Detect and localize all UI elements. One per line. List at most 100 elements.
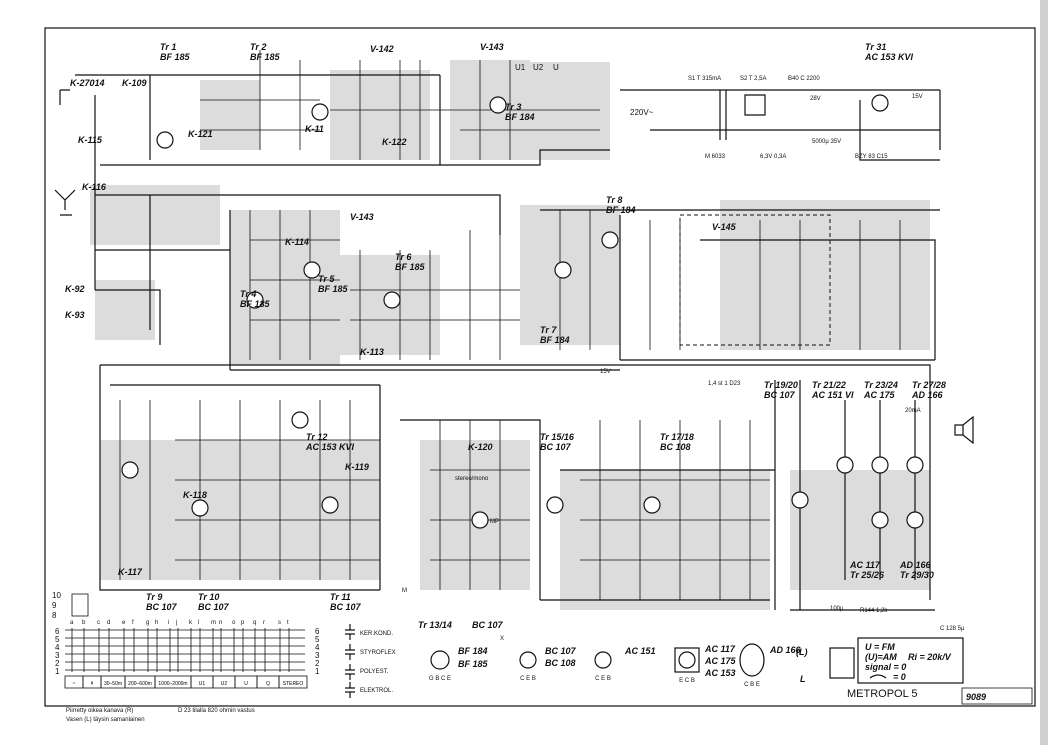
- svg-text:K-27014: K-27014: [70, 78, 105, 88]
- svg-text:M 6033: M 6033: [705, 154, 726, 160]
- svg-text:BF 184: BF 184: [606, 205, 636, 215]
- svg-text:3: 3: [315, 651, 320, 660]
- svg-text:V-145: V-145: [712, 222, 737, 232]
- svg-text:V-142: V-142: [370, 44, 394, 54]
- svg-text:MP: MP: [490, 519, 499, 525]
- svg-text:signal = 0: signal = 0: [865, 662, 906, 672]
- band-switch-label: Q: [266, 681, 270, 687]
- svg-text:BC 107: BC 107: [330, 602, 362, 612]
- pinout-pins: C B E: [744, 682, 760, 688]
- svg-text:Tr 13/14: Tr 13/14: [418, 620, 452, 630]
- svg-text:5000µ 35V: 5000µ 35V: [812, 139, 841, 145]
- svg-text:6,3V 0,3A: 6,3V 0,3A: [760, 154, 786, 160]
- svg-text:1: 1: [315, 667, 320, 676]
- svg-text:100µ: 100µ: [830, 606, 844, 612]
- svg-text:4: 4: [55, 643, 60, 652]
- svg-text:2: 2: [315, 659, 320, 668]
- pinout-legend: BF 184 BF 185 BC 107 BC 108 AC 151 AC 11…: [429, 643, 802, 688]
- svg-text:K-115: K-115: [78, 135, 103, 145]
- svg-text:220V~: 220V~: [630, 108, 654, 117]
- column-label: k: [189, 620, 193, 626]
- band-switch-label: ~: [73, 681, 76, 687]
- svg-text:Tr 29/30: Tr 29/30: [900, 570, 934, 580]
- svg-text:Tr 9: Tr 9: [146, 592, 162, 602]
- svg-text:BC 107: BC 107: [540, 442, 572, 452]
- pinout-pins: E C B: [679, 678, 695, 684]
- switch-u: U: [553, 63, 559, 72]
- transistor-labels: Tr 1BF 185 Tr 2BF 185 Tr 3BF 184 Tr 4BF …: [146, 42, 946, 630]
- svg-text:K-113: K-113: [360, 347, 384, 357]
- svg-text:BC 108: BC 108: [545, 658, 576, 668]
- svg-text:BF 185: BF 185: [458, 659, 489, 669]
- wiring: [75, 50, 941, 611]
- svg-text:Tr 4: Tr 4: [240, 289, 256, 299]
- note-2: Vasen (L) täysin samanlainen: [66, 717, 145, 723]
- svg-text:Tr 15/16: Tr 15/16: [540, 432, 575, 442]
- svg-text:Tr 27/28: Tr 27/28: [912, 380, 946, 390]
- column-label: t: [287, 620, 289, 626]
- svg-text:BC 107: BC 107: [198, 602, 230, 612]
- svg-text:Tr 8: Tr 8: [606, 195, 622, 205]
- svg-text:AC 153 KVI: AC 153 KVI: [864, 52, 914, 62]
- svg-text:Tr 12: Tr 12: [306, 432, 327, 442]
- svg-text:10: 10: [52, 591, 61, 600]
- switch-u1: U1: [515, 63, 526, 72]
- capacitor-legend: KER.KOND. STYROFLEX POLYEST. ELEKTROL.: [345, 624, 396, 698]
- svg-text:BF 184: BF 184: [458, 646, 488, 656]
- column-label: c: [97, 620, 100, 626]
- svg-text:BF 185: BF 185: [395, 262, 426, 272]
- svg-text:Tr 23/24: Tr 23/24: [864, 380, 898, 390]
- svg-text:BF 185: BF 185: [160, 52, 191, 62]
- svg-text:6: 6: [55, 627, 60, 636]
- drawing-number: 9089: [966, 692, 986, 702]
- band-switch-label: 1000–2000m: [158, 681, 187, 687]
- column-label: n: [219, 620, 222, 626]
- svg-text:K-93: K-93: [65, 310, 85, 320]
- svg-text:Tr 31: Tr 31: [865, 42, 886, 52]
- svg-text:AC 117: AC 117: [704, 644, 736, 654]
- column-label: l: [198, 620, 199, 626]
- svg-text:U = FM: U = FM: [865, 642, 895, 652]
- svg-text:BC 108: BC 108: [660, 442, 691, 452]
- svg-text:AC 175: AC 175: [863, 390, 896, 400]
- svg-text:28V: 28V: [810, 96, 821, 102]
- svg-text:K-92: K-92: [65, 284, 85, 294]
- band-switch-button: [278, 675, 308, 689]
- svg-text:Tr 17/18: Tr 17/18: [660, 432, 694, 442]
- svg-text:K-122: K-122: [382, 137, 407, 147]
- svg-text:STYROFLEX: STYROFLEX: [360, 650, 396, 656]
- svg-text:5: 5: [55, 635, 60, 644]
- transformer-icon: [719, 90, 766, 140]
- column-label: r: [263, 620, 265, 626]
- column-label: b: [82, 620, 86, 626]
- svg-text:ELEKTROL.: ELEKTROL.: [360, 688, 393, 694]
- svg-text:6: 6: [315, 627, 320, 636]
- svg-text:K-121: K-121: [188, 129, 213, 139]
- svg-text:AC 175: AC 175: [704, 656, 737, 666]
- band-switch-label: U: [244, 681, 248, 687]
- svg-text:KER.KOND.: KER.KOND.: [360, 631, 393, 637]
- band-switch-label: 30–50m: [104, 681, 122, 687]
- column-label: e: [122, 620, 126, 626]
- svg-text:= 0: = 0: [893, 672, 906, 682]
- svg-text:S1 T 315mA: S1 T 315mA: [688, 76, 721, 82]
- svg-text:AD 166: AD 166: [769, 645, 802, 655]
- svg-text:4: 4: [315, 643, 320, 652]
- pinout-pins: G B C E: [429, 676, 451, 682]
- column-label: h: [155, 620, 158, 626]
- svg-text:5: 5: [315, 635, 320, 644]
- transistor-symbols: [121, 94, 924, 529]
- svg-text:BC 107: BC 107: [764, 390, 796, 400]
- svg-text:Tr 3: Tr 3: [505, 102, 521, 112]
- svg-text:R144 1,2k: R144 1,2k: [860, 608, 888, 614]
- svg-text:V-143: V-143: [350, 212, 374, 222]
- column-label: p: [241, 620, 245, 626]
- band-switch-label: 200–600m: [128, 681, 152, 687]
- speaker-box-icon: [829, 647, 855, 679]
- svg-text:stereo/mono: stereo/mono: [455, 476, 489, 482]
- svg-text:1,4 st 1 D23: 1,4 st 1 D23: [708, 381, 741, 387]
- speaker-left-label: (L): [796, 647, 808, 657]
- band-switch-label: U1: [199, 681, 206, 687]
- note-1: Piirretty oikea kanava (R): [66, 708, 133, 714]
